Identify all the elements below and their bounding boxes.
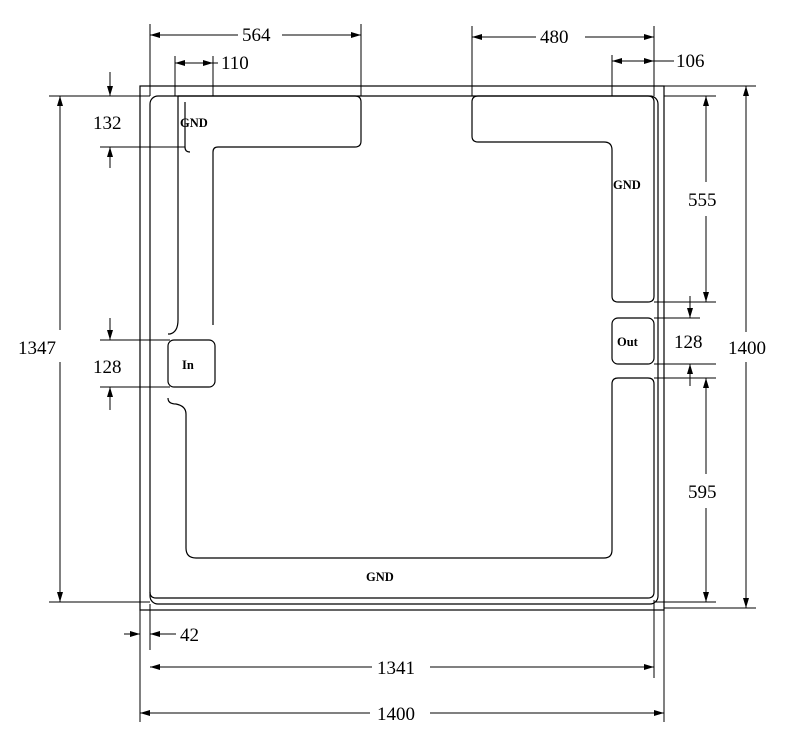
dim-1400b-arrow-left xyxy=(140,710,150,716)
left-vertical-trace xyxy=(168,96,179,335)
dim-128r-label: 128 xyxy=(674,332,703,353)
dim-480-arrow-left xyxy=(472,34,482,40)
dim-110-arrow-right xyxy=(203,60,213,66)
gnd-top-left-label: GND xyxy=(180,116,208,130)
dim-42-arrow-right xyxy=(150,631,160,637)
dim-555-label: 555 xyxy=(688,190,717,211)
out-label: Out xyxy=(617,335,639,349)
dim-1400r-arrow-bottom xyxy=(743,598,749,608)
dim-1341-label: 1341 xyxy=(377,658,415,679)
dim-480-arrow-right xyxy=(644,34,654,40)
dim-42-label: 42 xyxy=(180,625,199,646)
dim-1400r-arrow-top xyxy=(743,86,749,96)
in-port-box xyxy=(167,339,216,388)
dim-595-label: 595 xyxy=(688,482,717,503)
gnd-top-left-strip xyxy=(178,95,362,325)
dim-132-arrow-bottom xyxy=(107,147,113,157)
dim-595-arrow-bottom xyxy=(703,592,709,602)
dim-555-arrow-top xyxy=(703,96,709,106)
gnd-bottom-strip xyxy=(149,377,655,599)
dim-106-arrow-right xyxy=(644,58,654,64)
dim-128l-arrow-bottom xyxy=(107,387,113,397)
dim-564-arrow-right xyxy=(351,32,361,38)
dim-132-label: 132 xyxy=(93,113,122,134)
gnd-right-strip xyxy=(471,95,655,303)
out-port-box xyxy=(611,317,655,365)
dim-1347-arrow-bottom xyxy=(57,592,63,602)
dim-110-arrow-left xyxy=(175,60,185,66)
dim-1341-arrow-left xyxy=(150,664,160,670)
dim-1400b-label: 1400 xyxy=(377,704,415,725)
dim-480-label: 480 xyxy=(540,27,569,48)
dim-1400b-arrow-right xyxy=(654,710,664,716)
gnd-bottom-label: GND xyxy=(366,570,394,584)
dim-106-arrow-left xyxy=(612,58,622,64)
dim-1341-arrow-right xyxy=(644,664,654,670)
gnd-right-label: GND xyxy=(613,178,641,192)
dim-106-label: 106 xyxy=(676,51,705,72)
dim-128r-arrow-bottom xyxy=(687,364,693,374)
inner-board xyxy=(149,95,659,605)
dim-128l-label: 128 xyxy=(93,357,122,378)
dim-1400r-label: 1400 xyxy=(728,338,766,359)
dim-595-arrow-top xyxy=(703,378,709,388)
dim-1347-label: 1347 xyxy=(18,338,56,359)
outer-board xyxy=(139,85,665,611)
dim-1347-arrow-top xyxy=(57,96,63,106)
dim-42-arrow-left xyxy=(130,631,140,637)
in-label: In xyxy=(182,358,194,372)
dim-564-arrow-left xyxy=(150,32,160,38)
dim-110-label: 110 xyxy=(221,53,249,74)
dim-128l-arrow-top xyxy=(107,330,113,340)
dim-132-arrow-top xyxy=(107,86,113,96)
dim-564-label: 564 xyxy=(242,25,271,46)
dim-128r-arrow-top xyxy=(687,308,693,318)
dim-555-arrow-bottom xyxy=(703,292,709,302)
